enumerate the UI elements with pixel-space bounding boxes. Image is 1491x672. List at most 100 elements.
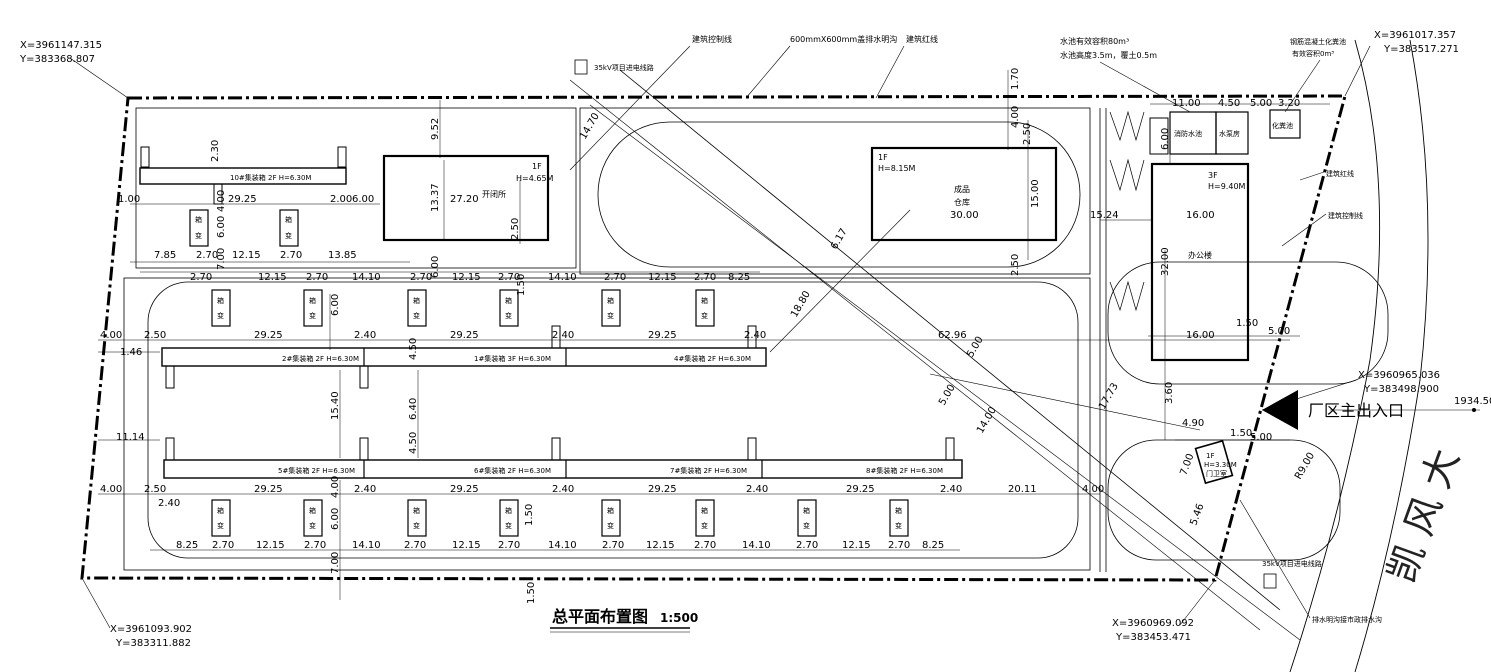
transformers-bottom: 箱 变 箱 变 箱 变 箱 变 箱 变 箱 变 箱 变 箱 变: [211, 499, 909, 537]
svg-text:12.15: 12.15: [256, 540, 285, 551]
transformer-label: 变: [309, 521, 316, 530]
transformer-label: 箱: [309, 506, 316, 515]
warehouse: [870, 146, 1058, 242]
svg-text:2.70: 2.70: [190, 272, 212, 283]
svg-text:35kV项目进电线路: 35kV项目进电线路: [1262, 559, 1322, 568]
svg-text:4.00: 4.00: [330, 476, 341, 498]
svg-text:Y=383453.471: Y=383453.471: [1115, 632, 1191, 643]
svg-text:2.70: 2.70: [410, 272, 432, 283]
inner-control-line-mid: [579, 107, 1091, 275]
svg-text:5.00: 5.00: [937, 383, 958, 408]
elevation-label: 1934.50: [1454, 396, 1491, 407]
container-8-label: 8#集装箱 2F H=6.30M: [866, 466, 943, 475]
svg-text:2.70: 2.70: [796, 540, 818, 551]
svg-text:29.25: 29.25: [846, 484, 875, 495]
svg-text:12.15: 12.15: [232, 250, 261, 261]
svg-text:14.10: 14.10: [352, 272, 381, 283]
inner-control-line-bottom: [123, 277, 1091, 571]
svg-text:Y=383368.807: Y=383368.807: [19, 54, 95, 65]
tank-stair-icon: [1149, 117, 1169, 155]
guard-floor: 1F: [1206, 452, 1214, 460]
transformer-label: 变: [607, 311, 614, 320]
svg-text:排水明沟接市政排水沟: 排水明沟接市政排水沟: [1312, 615, 1382, 624]
svg-text:X=3961017.357: X=3961017.357: [1374, 30, 1456, 41]
svg-text:建筑控制线: 建筑控制线: [1328, 211, 1363, 220]
transformer-label: 变: [701, 521, 708, 530]
svg-text:2.70: 2.70: [694, 272, 716, 283]
svg-text:6.00: 6.00: [430, 256, 441, 278]
elevation-point-icon: [1472, 408, 1476, 412]
container-row-2: [163, 459, 963, 479]
diagonal-3: [589, 104, 1301, 641]
svg-text:Y=383311.882: Y=383311.882: [115, 638, 191, 649]
warehouse-height: H=8.15M: [878, 164, 916, 173]
svg-text:15.00: 15.00: [1030, 179, 1041, 208]
svg-text:2.50: 2.50: [144, 484, 166, 495]
container-10-label: 10#集装箱 2F H=6.30M: [230, 173, 311, 182]
svg-text:2.70: 2.70: [306, 272, 328, 283]
svg-text:14.00: 14.00: [975, 405, 999, 435]
svg-text:27.20: 27.20: [450, 194, 479, 205]
transformer-label: 箱: [505, 506, 512, 515]
svg-text:4.00: 4.00: [1010, 106, 1021, 128]
warehouse-name-2: 仓库: [954, 197, 970, 207]
coord-bottom-left: X=3961093.902 Y=383311.882: [81, 577, 192, 649]
svg-text:4.00: 4.00: [100, 484, 122, 495]
svg-text:12.15: 12.15: [452, 540, 481, 551]
svg-text:X=3960965.036: X=3960965.036: [1358, 370, 1440, 381]
svg-text:6.40: 6.40: [408, 398, 419, 420]
svg-text:2.70: 2.70: [196, 250, 218, 261]
transformer-label: 变: [413, 521, 420, 530]
racetrack-road-lower: [147, 281, 1079, 559]
svg-text:13.85: 13.85: [328, 250, 357, 261]
transformer-label: 箱: [505, 296, 512, 305]
drawing-title: 总平面布置图 1:500: [550, 607, 698, 633]
svg-text:1.70: 1.70: [1010, 68, 1021, 90]
transformer-label: 箱: [413, 296, 420, 305]
entrance-arrow-icon: [1262, 390, 1298, 430]
svg-text:4.00: 4.00: [216, 190, 227, 212]
svg-text:29.25: 29.25: [228, 194, 257, 205]
svg-text:X=3960969.092: X=3960969.092: [1112, 618, 1194, 629]
svg-text:2.70: 2.70: [498, 272, 520, 283]
svg-text:18.80: 18.80: [789, 289, 813, 319]
transformer-label: 箱: [607, 506, 614, 515]
svg-text:1.50: 1.50: [1230, 428, 1252, 439]
dimension-texts: 2.30 1.00 29.25 2.00 6.00 27.20 13.37 9.…: [100, 68, 1317, 604]
svg-text:11.00: 11.00: [1172, 98, 1201, 109]
svg-text:2.40: 2.40: [158, 498, 180, 509]
svg-text:1.50: 1.50: [526, 582, 537, 604]
svg-text:4.50: 4.50: [408, 432, 419, 454]
transformer-label: 箱: [309, 296, 316, 305]
svg-text:2.70: 2.70: [694, 540, 716, 551]
svg-text:建筑控制线: 建筑控制线: [692, 34, 732, 44]
pump-room-label: 水泵房: [1219, 129, 1240, 138]
transformer-label: 变: [217, 521, 224, 530]
scale-text: 1:500: [660, 611, 698, 625]
svg-text:6.00: 6.00: [330, 294, 341, 316]
office-floor: 3F: [1208, 171, 1218, 180]
svg-text:17.73: 17.73: [1097, 381, 1121, 411]
coord-top-right: X=3961017.357 Y=383517.271: [1344, 30, 1459, 97]
svg-text:建筑红线: 建筑红线: [906, 34, 938, 44]
svg-text:2.40: 2.40: [552, 330, 574, 341]
transformer-label: 箱: [895, 506, 902, 515]
svg-text:7.00: 7.00: [216, 248, 227, 270]
svg-text:2.40: 2.40: [354, 330, 376, 341]
svg-text:6.00: 6.00: [330, 508, 341, 530]
svg-text:2.50: 2.50: [1022, 123, 1033, 145]
svg-text:4.50: 4.50: [1218, 98, 1240, 109]
svg-text:建筑红线: 建筑红线: [1326, 169, 1354, 178]
svg-text:11.14: 11.14: [116, 432, 145, 443]
svg-text:62.96: 62.96: [938, 330, 967, 341]
svg-text:14.70: 14.70: [578, 111, 602, 141]
coord-bottom-right: X=3960969.092 Y=383453.471: [1112, 579, 1216, 643]
svg-text:14.10: 14.10: [742, 540, 771, 551]
callouts: 建筑控制线 600mmX600mm盖排水明沟 建筑红线 35kV项目进电线路 水…: [569, 34, 1382, 624]
svg-text:12.15: 12.15: [258, 272, 287, 283]
svg-text:20.11: 20.11: [1008, 484, 1037, 495]
svg-text:1.00: 1.00: [118, 194, 140, 205]
switch-name: 开闭所: [482, 189, 506, 199]
pump-room: [1215, 111, 1249, 155]
svg-text:16.00: 16.00: [1186, 330, 1215, 341]
